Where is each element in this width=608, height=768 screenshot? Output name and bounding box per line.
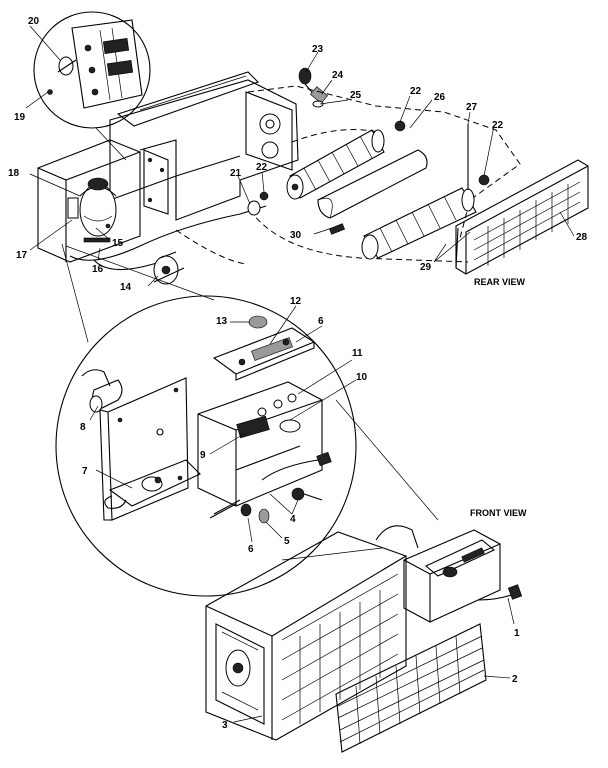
- control-bracket: [99, 377, 201, 521]
- knob: [258, 508, 270, 524]
- callout-2: 2: [512, 674, 518, 685]
- callout-24: 24: [332, 70, 344, 81]
- callout-26: 26: [434, 92, 446, 103]
- callout-29: 29: [420, 262, 432, 273]
- callout-22-a: 22: [256, 162, 268, 173]
- relay: [291, 487, 323, 501]
- motor-shaft-parts: [298, 67, 328, 108]
- callout-28: 28: [576, 232, 588, 243]
- callout-numbers: 20 19 18 17 15 16 14 21 22 23 24 25 22 2…: [8, 16, 588, 731]
- callout-5: 5: [284, 536, 290, 547]
- selector-knob: [248, 315, 268, 329]
- power-cord: [261, 459, 319, 481]
- callout-7: 7: [82, 466, 88, 477]
- callout-23: 23: [312, 44, 324, 55]
- callout-18: 18: [8, 168, 20, 179]
- compressor: [67, 177, 117, 243]
- callout-21: 21: [230, 168, 242, 179]
- clamp-ring: [394, 120, 406, 132]
- fan-motor: [153, 251, 185, 285]
- callout-10: 10: [356, 372, 368, 383]
- front-grille: [335, 623, 487, 753]
- callout-17: 17: [16, 250, 28, 261]
- detail-circle-large: [55, 295, 357, 597]
- control-housing: [403, 529, 501, 623]
- callout-11: 11: [352, 348, 363, 359]
- leader-lines: [25, 25, 575, 723]
- control-box: [197, 381, 323, 519]
- callout-25: 25: [350, 90, 362, 101]
- callout-22-c: 22: [492, 120, 504, 131]
- rear-coil: [455, 159, 589, 275]
- callout-20: 20: [28, 16, 40, 27]
- callout-6-b: 6: [248, 544, 254, 555]
- scroll-sheet: [317, 149, 428, 235]
- knob: [240, 503, 252, 517]
- top-handle: [375, 525, 419, 549]
- callout-12: 12: [290, 296, 302, 307]
- heater-tube: [81, 369, 123, 413]
- controls-detail: [55, 243, 439, 597]
- callout-4: 4: [290, 514, 296, 525]
- callout-1: 1: [514, 628, 520, 639]
- clamp-ring: [478, 174, 490, 186]
- callout-19: 19: [14, 112, 26, 123]
- callout-3: 3: [222, 720, 228, 731]
- clamp-ring: [259, 191, 269, 201]
- callout-30: 30: [290, 230, 302, 241]
- bearing: [247, 200, 261, 216]
- callout-9: 9: [200, 450, 206, 461]
- callout-16: 16: [92, 264, 104, 275]
- detail-circle-top: [33, 11, 151, 129]
- callout-8: 8: [80, 422, 86, 433]
- blower-wheel-upper: [286, 129, 385, 200]
- callout-22-b: 22: [410, 86, 422, 97]
- blower-wheel-lower: [361, 124, 477, 260]
- callout-13: 13: [216, 316, 228, 327]
- callout-6-a: 6: [318, 316, 324, 327]
- callout-14: 14: [120, 282, 132, 293]
- terminal-strip-detail: [47, 19, 143, 109]
- front-view-caption: FRONT VIEW: [470, 508, 527, 518]
- rear-view-assembly: [33, 11, 589, 285]
- callout-15: 15: [112, 238, 124, 249]
- rear-chassis: [37, 71, 299, 271]
- callout-27: 27: [466, 102, 478, 113]
- control-panel: [212, 327, 316, 381]
- front-view-assembly: [205, 525, 523, 753]
- rear-view-caption: REAR VIEW: [474, 277, 526, 287]
- side-panel: [215, 623, 265, 725]
